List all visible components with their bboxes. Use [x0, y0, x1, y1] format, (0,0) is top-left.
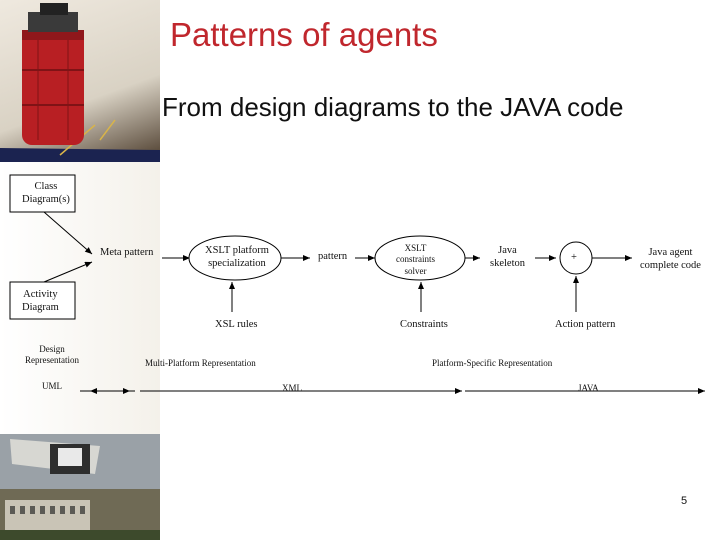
pattern-label: pattern	[318, 251, 348, 262]
robot-illustration	[0, 3, 160, 162]
xslt-constraints-label: XSLT constraints solver	[396, 243, 435, 276]
xml-label: XML	[282, 383, 302, 393]
page-title: Patterns of agents	[170, 16, 438, 53]
scene-illustration	[0, 434, 160, 540]
multi-platform-label: Multi-Platform Representation	[145, 358, 256, 368]
activity-diagram-box	[9, 281, 76, 320]
java-agent-label: Java agent complete code	[640, 247, 701, 272]
robots-scene-photo	[0, 434, 160, 540]
constraints-label: Constraints	[400, 319, 448, 330]
meta-pattern-label: Meta pattern	[100, 247, 154, 258]
xsl-rules-label: XSL rules	[215, 319, 258, 330]
activity-diagram-label: Activity Diagram	[22, 289, 59, 314]
java-label: JAVA	[578, 383, 599, 393]
page-number: 5	[681, 495, 688, 507]
class-diagram-label: Class Diagram(s)	[22, 181, 70, 206]
action-pattern-label: Action pattern	[555, 319, 616, 330]
plus-label: +	[571, 252, 577, 263]
class-diagram-box	[9, 174, 76, 213]
platform-specific-label: Platform-Specific Representation	[432, 358, 553, 368]
java-skeleton-label: Java skeleton	[490, 245, 525, 270]
xslt-platform-label: XSLT platform specialization	[205, 245, 269, 270]
edge-activity-to-meta	[43, 261, 93, 283]
robot-photo	[0, 0, 160, 162]
uml-label: UML	[42, 381, 62, 391]
page-subtitle: From design diagrams to the JAVA code	[162, 92, 624, 122]
design-representation-label: Design Representation	[25, 344, 79, 366]
edge-class-to-meta	[43, 211, 93, 255]
